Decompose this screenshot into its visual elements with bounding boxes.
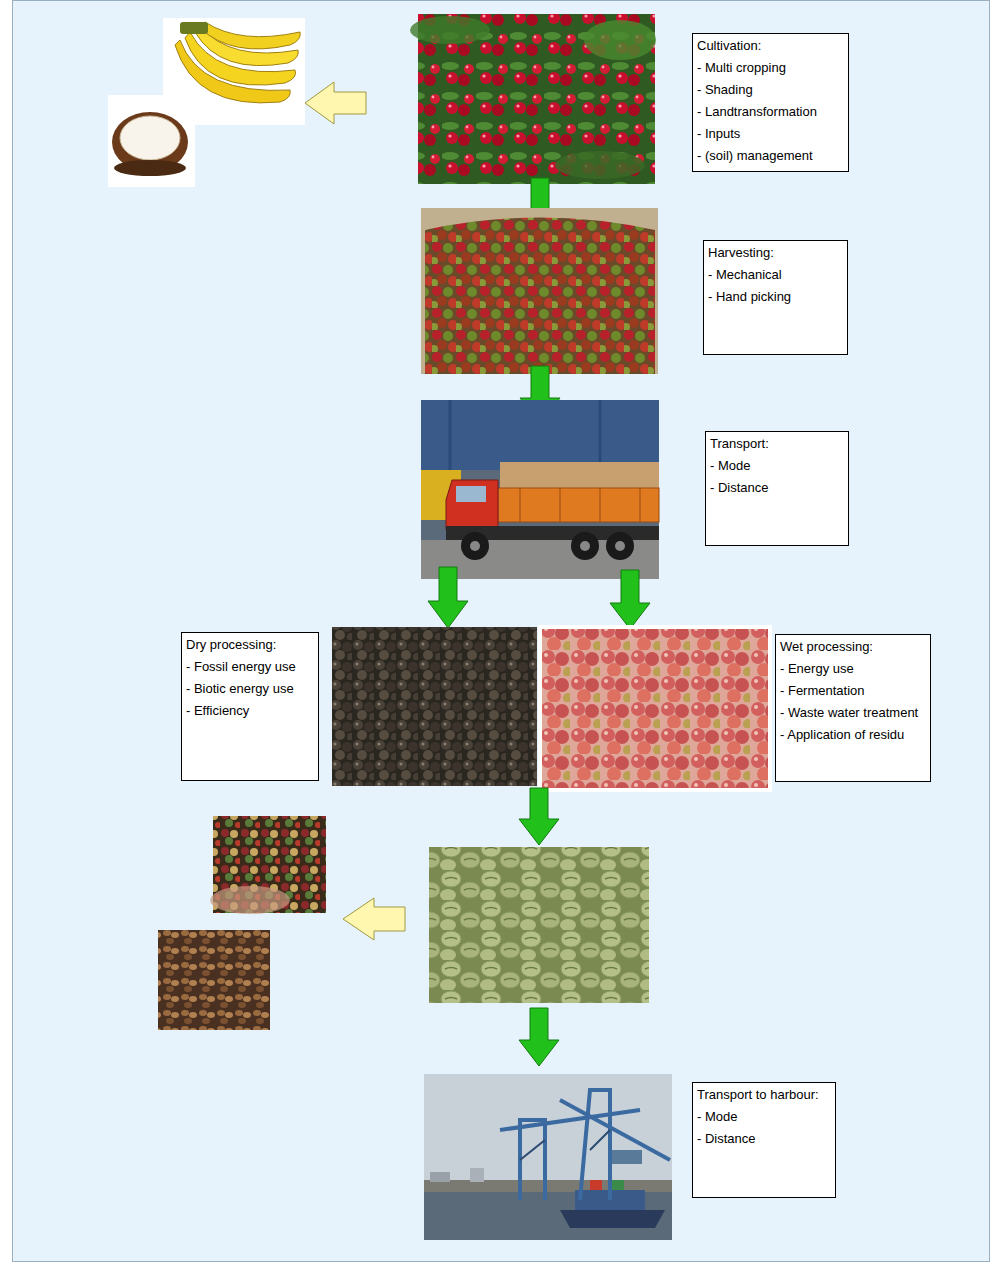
box-heading: Transport:	[710, 433, 844, 455]
box-item: - Shading	[697, 79, 844, 101]
box-item: - Fermentation	[780, 680, 926, 702]
box-item: - Fossil energy use	[186, 656, 314, 678]
box-item: - Application of residu	[780, 724, 926, 746]
text-box: Dry processing:- Fossil energy use- Biot…	[181, 632, 319, 781]
text-box: Cultivation:- Multi cropping- Shading- L…	[692, 33, 849, 172]
box-item: - Multi cropping	[697, 57, 844, 79]
box-item: - Mode	[697, 1106, 831, 1128]
box-heading: Wet processing:	[780, 636, 926, 658]
box-item: - Mechanical	[708, 264, 843, 286]
box-item: - Landtransformation	[697, 101, 844, 123]
box-item: - Waste water treatment	[780, 702, 926, 724]
box-item: - (soil) management	[697, 145, 844, 167]
box-heading: Dry processing:	[186, 634, 314, 656]
text-box: Wet processing:- Energy use- Fermentatio…	[775, 634, 931, 782]
box-heading: Transport to harbour:	[697, 1084, 831, 1106]
box-item: - Distance	[697, 1128, 831, 1150]
box-item: - Efficiency	[186, 700, 314, 722]
box-heading: Harvesting:	[708, 242, 843, 264]
text-box: Harvesting:- Mechanical- Hand picking	[703, 240, 848, 355]
box-item: - Biotic energy use	[186, 678, 314, 700]
text-box: Transport:- Mode- Distance	[705, 431, 849, 546]
box-heading: Cultivation:	[697, 35, 844, 57]
text-box: Transport to harbour:- Mode- Distance	[692, 1082, 836, 1198]
box-item: - Energy use	[780, 658, 926, 680]
box-item: - Hand picking	[708, 286, 843, 308]
box-item: - Distance	[710, 477, 844, 499]
box-item: - Inputs	[697, 123, 844, 145]
box-item: - Mode	[710, 455, 844, 477]
